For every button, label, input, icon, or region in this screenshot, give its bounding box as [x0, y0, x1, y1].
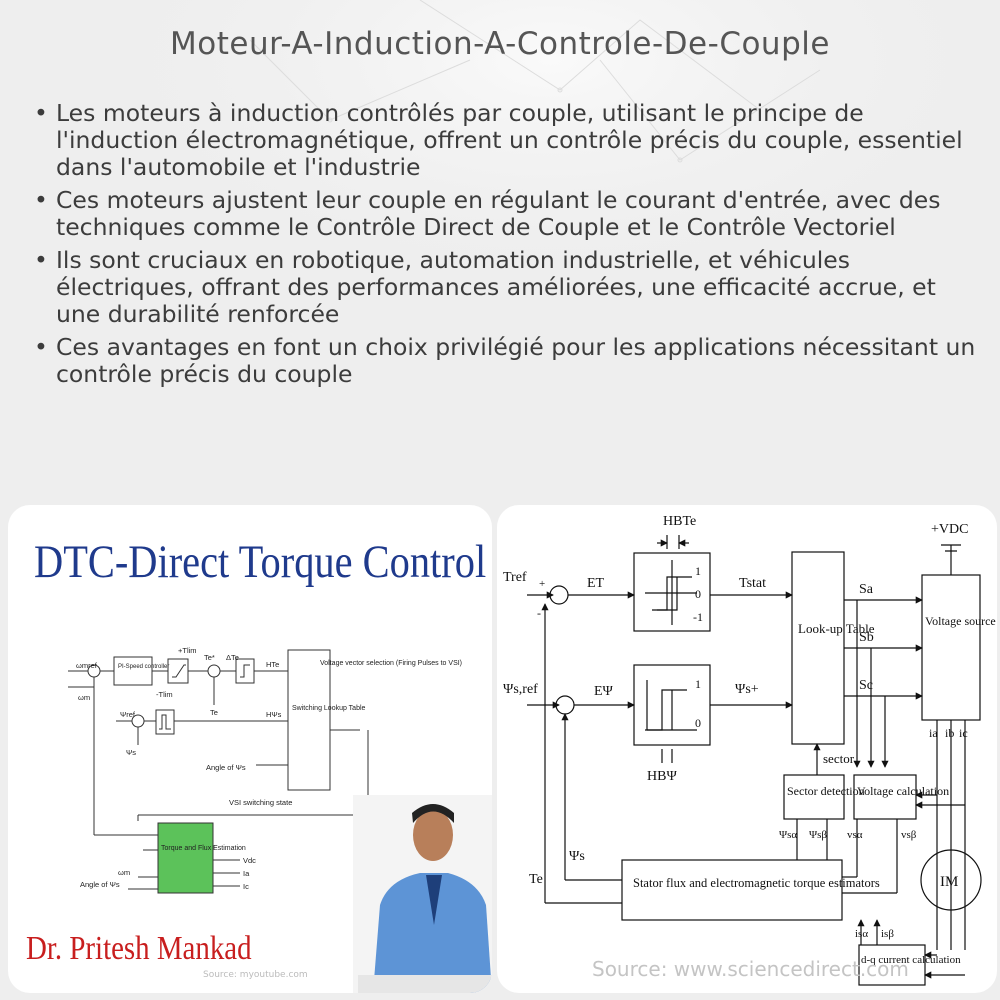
bullet-text: Ils sont cruciaux en robotique, automati…	[56, 246, 936, 328]
author-name: Dr. Pritesh Mankad	[26, 930, 252, 967]
bullet-text: Ces moteurs ajustent leur couple en régu…	[56, 186, 941, 241]
vsi-state-label: VSI switching state	[229, 798, 292, 807]
level-one: 1	[695, 564, 701, 578]
bullet-dot: •	[34, 246, 48, 274]
psi-sa-label: Ψsα	[779, 829, 797, 841]
t-ref-label: Tref	[503, 570, 527, 585]
estimation-label: Torque and Flux Estimation	[161, 845, 246, 852]
dtc-scheme-diagram: HBTe Tref + - ET Tstat 1 0 -1 Ψs,ref EΨ …	[503, 514, 997, 986]
psi-s-plus-label: Ψs+	[735, 682, 759, 697]
i-sb-label: isβ	[881, 928, 894, 940]
omega-m-label: ωm	[78, 693, 90, 702]
plus-sign: +	[539, 578, 545, 590]
omega-ref-label: ωmref	[76, 661, 98, 670]
ic-label: ic	[959, 726, 968, 740]
flux-level-one: 1	[695, 677, 701, 691]
psi-sb-label: Ψsβ	[809, 829, 827, 841]
sa-label: Sa	[859, 582, 874, 597]
bullet-dot: •	[34, 333, 48, 361]
bullet-dot: •	[34, 186, 48, 214]
sector-label: sector	[823, 751, 855, 766]
right-source: Source: www.sciencedirect.com	[592, 957, 909, 981]
sb-label: Sb	[859, 630, 874, 645]
out-angle-label: Angle of Ψs	[80, 880, 120, 889]
dtc-heading: DTC-Direct Torque Control	[34, 536, 487, 588]
dq-calc-label: d-q current calculation	[861, 954, 961, 966]
out-omega-label: ωm	[118, 868, 130, 877]
bullet-item: • Ces avantages en font un choix privilég…	[30, 334, 980, 388]
psi-s-label: Ψs	[569, 849, 585, 864]
bullet-item: • Ces moteurs ajustent leur couple en rég…	[30, 187, 980, 241]
angle-psi-label: Angle of Ψs	[206, 763, 246, 772]
level-minus-one: -1	[693, 610, 703, 624]
psi-ref-label: Ψref	[120, 710, 136, 719]
ic-label: Ic	[243, 882, 249, 891]
vsi-label: Voltage source inverter (VSI)	[925, 614, 997, 628]
tlim-neg-label: -Tlim	[156, 690, 173, 699]
voltage-calc-label: Voltage calculation	[857, 784, 949, 798]
psi-ref-label: Ψs,ref	[503, 682, 538, 697]
bullet-item: • Les moteurs à induction contrôlés par c…	[30, 100, 980, 181]
minus-sign: -	[537, 606, 541, 620]
t-stat-label: Tstat	[739, 576, 766, 591]
tlim-pos-label: +Tlim	[178, 646, 197, 655]
im-label: IM	[940, 874, 958, 890]
flux-level-zero: 0	[695, 716, 701, 730]
h-psi-s-label: HΨs	[266, 710, 282, 719]
ia-label: ia	[929, 726, 938, 740]
v-sa-label: vsα	[847, 829, 863, 841]
bullet-item: • Ils sont cruciaux en robotique, automat…	[30, 247, 980, 328]
e-psi-label: EΨ	[594, 684, 614, 699]
presenter-photo	[353, 795, 492, 993]
voltage-vector-label: Voltage vector selection (Firing Pulses …	[320, 660, 462, 667]
left-source: Source: myoutube.com	[203, 970, 308, 980]
bullet-list: • Les moteurs à induction contrôlés par c…	[30, 100, 980, 394]
i-sa-label: isα	[855, 928, 868, 940]
level-zero: 0	[695, 587, 701, 601]
v-sb-label: vsβ	[901, 829, 917, 841]
bullet-text: Ces avantages en font un choix privilégi…	[56, 333, 976, 388]
vdc-label: +VDC	[931, 522, 968, 537]
sc-label: Sc	[859, 678, 873, 693]
estimators-label: Stator flux and electromagnetic torque e…	[633, 876, 880, 890]
te-label: Te	[529, 872, 543, 887]
lookup-label: Look-up Table	[798, 621, 875, 636]
sector-detection-label: Sector detection	[787, 784, 865, 798]
hte-label: HTe	[266, 660, 279, 669]
delta-te-label: ΔTe	[226, 653, 239, 662]
bullet-dot: •	[34, 99, 48, 127]
e-t-label: ET	[587, 576, 605, 591]
pi-speed-label: PI-Speed controller	[118, 664, 169, 670]
vdc-label: Vdc	[243, 856, 256, 865]
dtc-scheme-panel: HBTe Tref + - ET Tstat 1 0 -1 Ψs,ref EΨ …	[497, 505, 997, 993]
switching-table-label: Switching Lookup Table	[292, 705, 366, 712]
psi-s-label: Ψs	[126, 748, 136, 757]
te-star-label: Te*	[204, 653, 215, 662]
ia-label: Ia	[243, 869, 250, 878]
hb-psi-label: HBΨ	[647, 769, 677, 784]
te-label: Te	[210, 708, 218, 717]
page-title: Moteur-A-Induction-A-Controle-De-Couple	[170, 26, 830, 62]
bullet-text: Les moteurs à induction contrôlés par co…	[56, 99, 963, 181]
hb-te-label: HBTe	[663, 514, 696, 529]
ib-label: ib	[945, 726, 954, 740]
dtc-block-diagram: ωmref ωm PI-Speed controller +Tlim -Tlim…	[68, 646, 492, 993]
dtc-image-panel: DTC-Direct Torque Control	[8, 505, 492, 993]
